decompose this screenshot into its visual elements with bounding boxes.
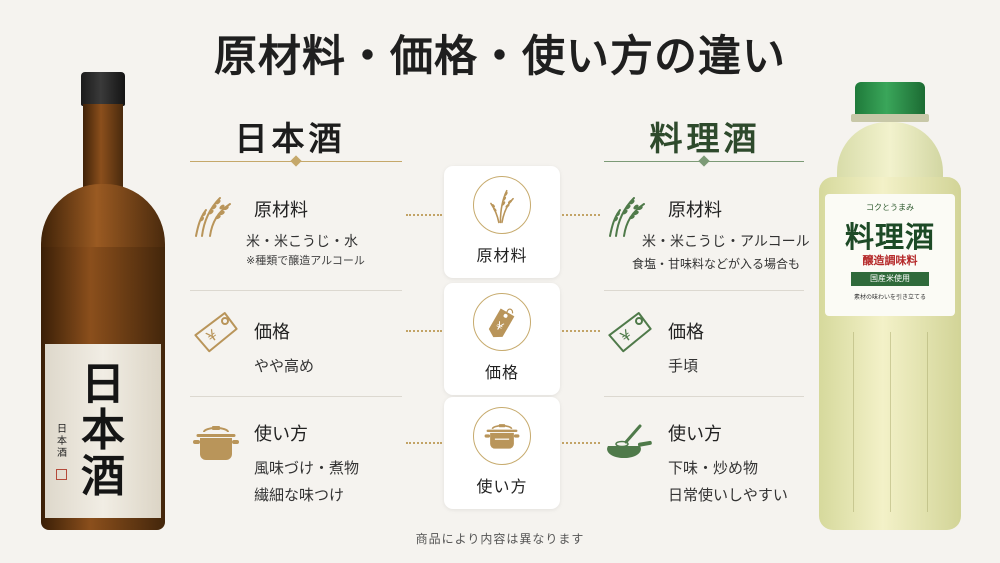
center-icon-circle [473, 407, 531, 465]
row-line: 日常使いしやすい [668, 486, 788, 504]
row-title: 原材料 [668, 200, 722, 221]
bottle-subtitle: 醸造調味料 [862, 254, 918, 267]
bottle-ridge [890, 332, 891, 512]
bottle-cap [81, 72, 125, 106]
connector-dots [406, 214, 442, 216]
row-separator [190, 290, 402, 291]
seal-icon [56, 469, 67, 480]
cooking-sake-row-ingredients: 原材料 米・米こうじ・アルコール 食塩・甘味料などが入る場合も [632, 196, 810, 275]
row-line: 下味・炒め物 [668, 459, 759, 477]
row-line: 風味づけ・煮物 [254, 459, 360, 477]
row-title: 価格 [254, 322, 290, 343]
row-title: 原材料 [254, 200, 308, 221]
row-separator [604, 396, 804, 397]
row-line: 米・米こうじ・アルコール [642, 234, 810, 250]
sake-heading: 日本酒 [234, 119, 346, 158]
bottle-ridge [853, 332, 854, 512]
center-card-price: ¥ 価格 [444, 283, 560, 395]
cooking-sake-heading: 料理酒 [649, 119, 761, 158]
row-line: ※種類で醸造アルコール [246, 254, 365, 267]
rice-icon [609, 197, 645, 237]
sake-bottle-image: 日本酒 日本酒 [33, 72, 173, 532]
frying-pan-icon [607, 424, 652, 459]
pot-icon [484, 424, 520, 449]
bottle-label-title: 日本酒 [81, 359, 125, 502]
center-card-label: 価格 [484, 363, 519, 382]
cooking-sake-heading-rule [604, 155, 804, 167]
connector-dots [406, 330, 442, 332]
price-tag-icon: ¥ [608, 312, 652, 353]
bottle-tiny-text: 素材の味わいを引き立てる [853, 294, 926, 301]
center-card-label: 原材料 [476, 246, 528, 265]
cooking-sake-row-price: 価格 手頃 [668, 318, 704, 380]
footnote: 商品により内容は異なります [415, 532, 585, 546]
price-tag-icon: ¥ [488, 308, 515, 338]
bottle-ridge [927, 332, 928, 512]
sake-row-ingredients: 原材料 米・米こうじ・水 ※種類で醸造アルコール [246, 196, 365, 269]
center-icon-circle [473, 176, 531, 234]
bottle-neck [837, 122, 943, 182]
row-title: 価格 [668, 322, 704, 343]
center-card-ingredients: 原材料 [444, 166, 560, 278]
price-tag-icon: ¥ [194, 312, 238, 353]
row-line: 繊細な味つけ [254, 486, 345, 504]
connector-dots [562, 330, 600, 332]
row-line: 食塩・甘味料などが入る場合も [632, 257, 801, 271]
bottle-band: 国産米使用 [851, 272, 929, 286]
row-separator [190, 396, 402, 397]
row-title: 使い方 [254, 424, 308, 445]
rice-icon [490, 189, 514, 224]
row-line: やや高め [254, 357, 315, 375]
page-title: 原材料・価格・使い方の違い [214, 32, 786, 82]
center-icon-circle: ¥ [473, 293, 531, 351]
bottle-label: 日本酒 日本酒 [45, 344, 161, 518]
connector-dots [406, 442, 442, 444]
sake-row-price: 価格 やや高め [254, 318, 314, 380]
bottle-tagline: コクとうまみ [866, 203, 914, 212]
rice-icon [195, 197, 231, 237]
bottle-neck [83, 104, 123, 190]
row-line: 手頃 [668, 357, 699, 375]
row-separator [604, 290, 804, 291]
bottle-shoulder [41, 184, 165, 254]
sake-row-usage: 使い方 風味づけ・煮物 繊細な味つけ [254, 420, 359, 509]
bottle-name: 料理酒 [844, 220, 935, 254]
cooking-sake-row-usage: 使い方 下味・炒め物 日常使いしやすい [668, 420, 788, 509]
bottle-cap [855, 82, 925, 116]
center-card-label: 使い方 [476, 477, 528, 496]
bottle-label-small: 日本酒 [57, 424, 67, 459]
center-card-usage: 使い方 [444, 397, 560, 509]
cooking-sake-bottle-image: コクとうまみ 料理酒 醸造調味料 国産米使用 素材の味わいを引き立てる [815, 82, 965, 532]
bottle-label: コクとうまみ 料理酒 醸造調味料 国産米使用 素材の味わいを引き立てる [825, 194, 955, 316]
connector-dots [562, 214, 600, 216]
bottle-ring [851, 114, 929, 122]
connector-dots [562, 442, 600, 444]
sake-heading-rule [190, 155, 402, 167]
row-line: 米・米こうじ・水 [246, 234, 358, 250]
pot-icon [193, 426, 239, 460]
row-title: 使い方 [668, 424, 722, 445]
